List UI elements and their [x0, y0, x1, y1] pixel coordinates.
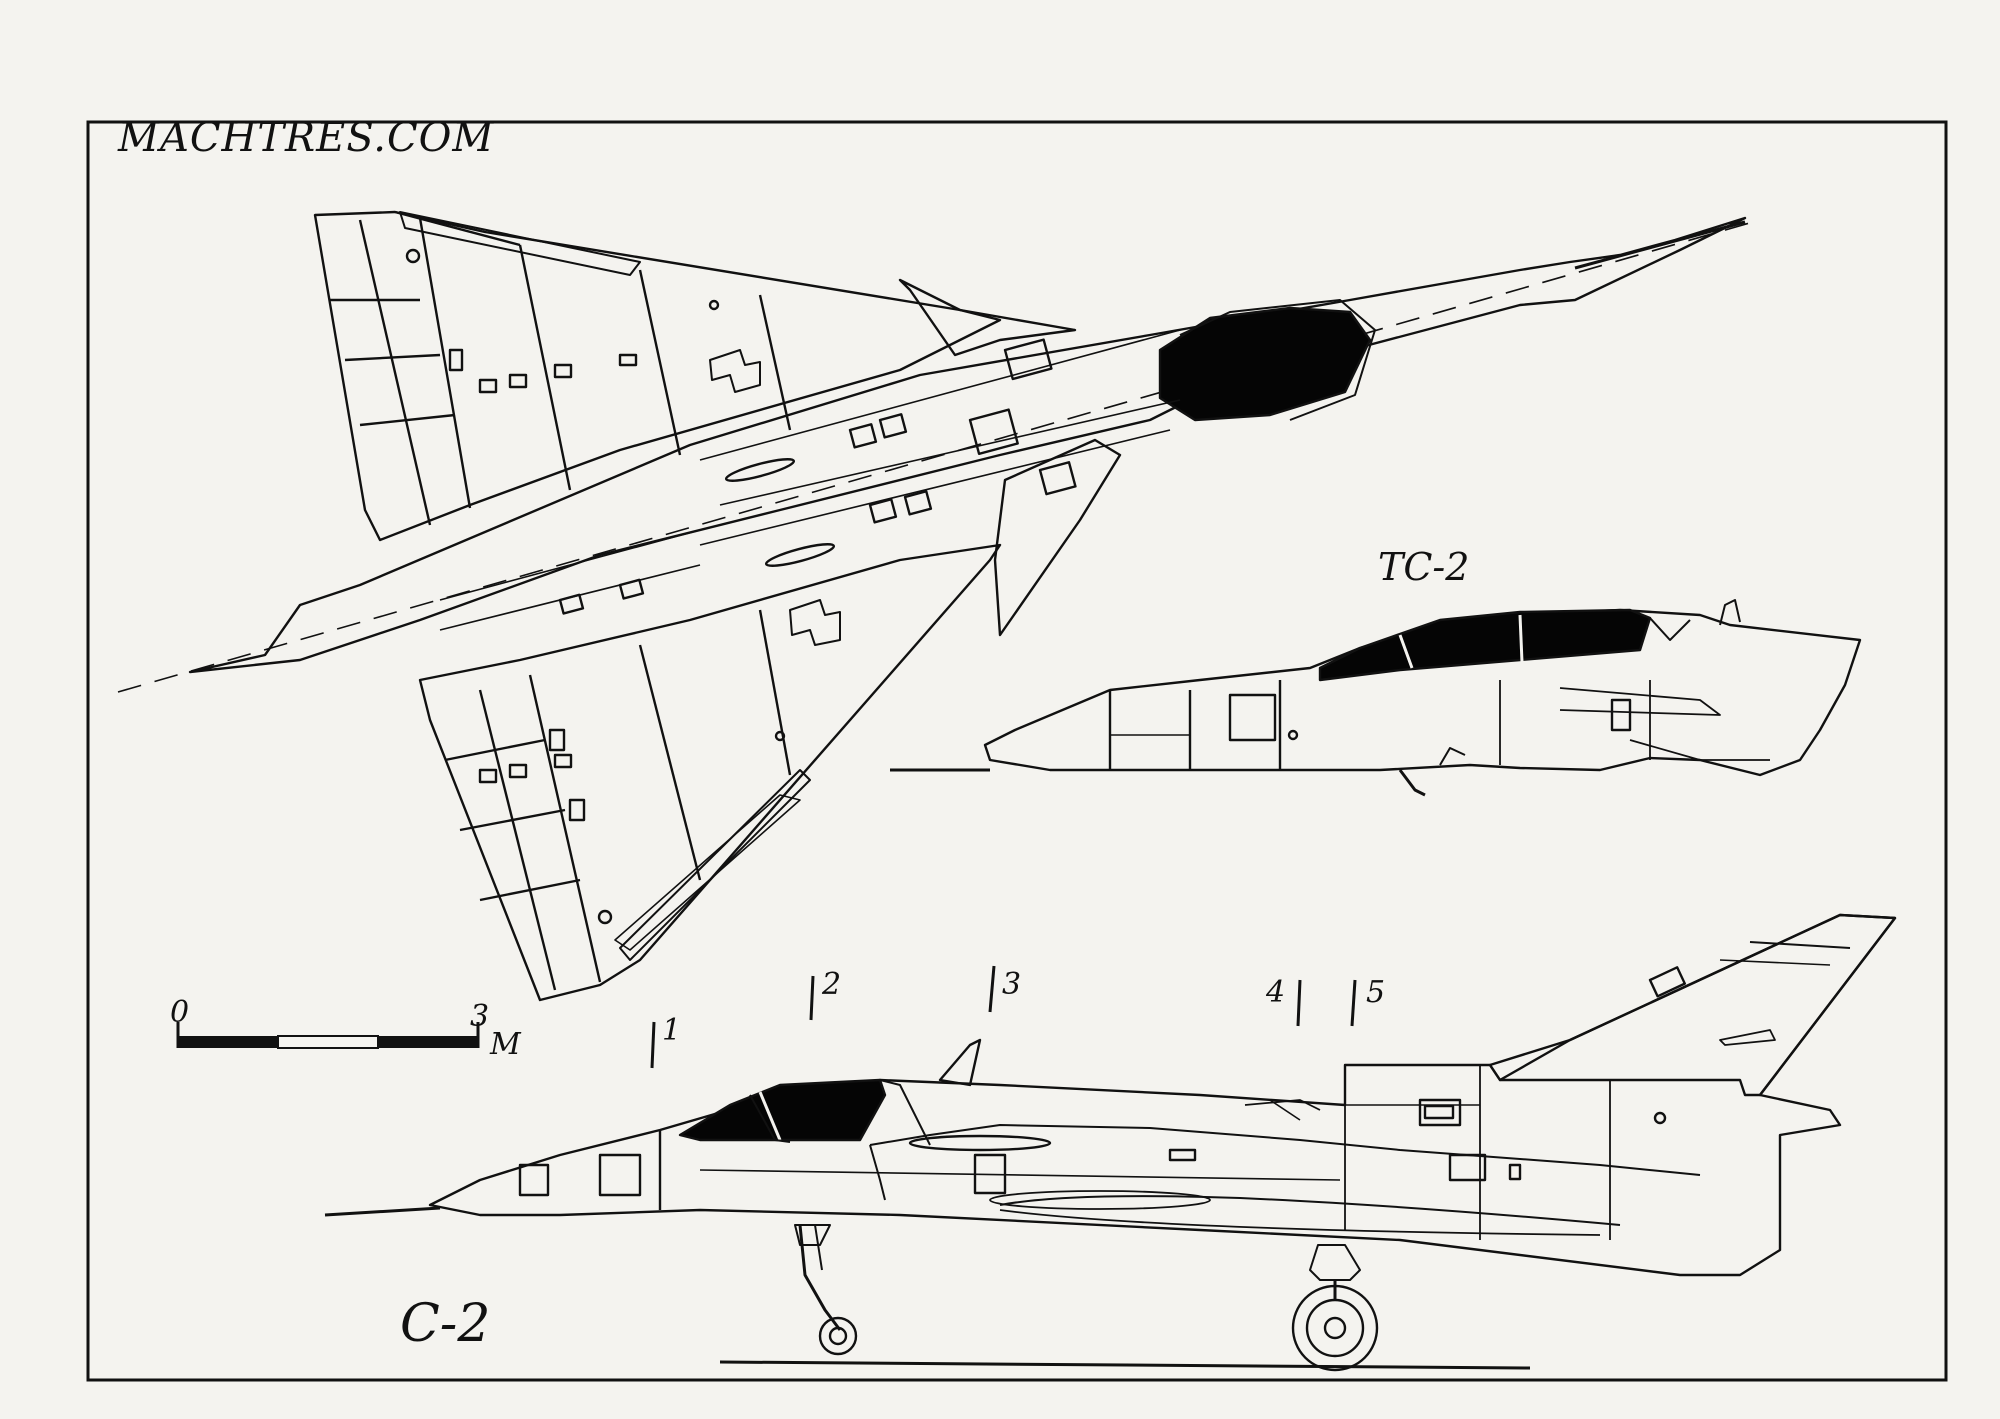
c2-main-gear: [1291, 1244, 1379, 1372]
scale-end-label: 3: [470, 999, 490, 1034]
scale-segment-1: [178, 1036, 278, 1048]
station-5-tick: [1350, 979, 1357, 1027]
planform-view: [117, 210, 1761, 1002]
c2-nose-gear: [794, 1224, 858, 1356]
planform-centerline: [117, 219, 1761, 693]
scale-segment-2: [277, 1035, 379, 1049]
c2-side-view: [324, 913, 1897, 1372]
station-2-tick: [809, 975, 815, 1021]
planform-wing-lower: [418, 543, 1002, 1002]
station-2-label: 2: [822, 967, 842, 1002]
tc2-fuselage: [983, 608, 1862, 777]
tc2-canopy: [1318, 608, 1652, 682]
scale-unit-label: M: [490, 1027, 521, 1062]
station-3-tick: [988, 965, 996, 1013]
planform-fuselage: [188, 216, 1747, 674]
c2-canard: [938, 1038, 982, 1087]
station-4-label: 4: [1266, 975, 1286, 1010]
c2-view-label: C-2: [400, 1294, 491, 1354]
tc2-view-label: TC-2: [1378, 545, 1470, 589]
planform-wing-upper: [313, 210, 1002, 542]
station-5-label: 5: [1366, 975, 1386, 1010]
station-markers: [650, 965, 1357, 1069]
scale-segment-3: [378, 1036, 478, 1048]
planform-canard-lower: [993, 438, 1122, 637]
tc2-side-view: [890, 599, 1862, 797]
drawing-frame: [86, 120, 1948, 1382]
station-1-tick: [650, 1021, 656, 1069]
scale-start-label: 0: [170, 995, 190, 1030]
c2-main-wheel: [1291, 1284, 1379, 1372]
planform-canopy: [1158, 306, 1372, 422]
scale-bar: [176, 1022, 480, 1049]
c2-fin: [1488, 913, 1897, 1097]
station-1-label: 1: [662, 1013, 682, 1048]
c2-ground-line: [719, 1360, 1531, 1370]
station-3-label: 3: [1002, 967, 1022, 1002]
station-4-tick: [1296, 979, 1302, 1027]
watermark: MACHTRES.COM: [118, 115, 495, 161]
c2-canopy: [678, 1078, 887, 1142]
planform-canard-upper: [898, 278, 1077, 357]
